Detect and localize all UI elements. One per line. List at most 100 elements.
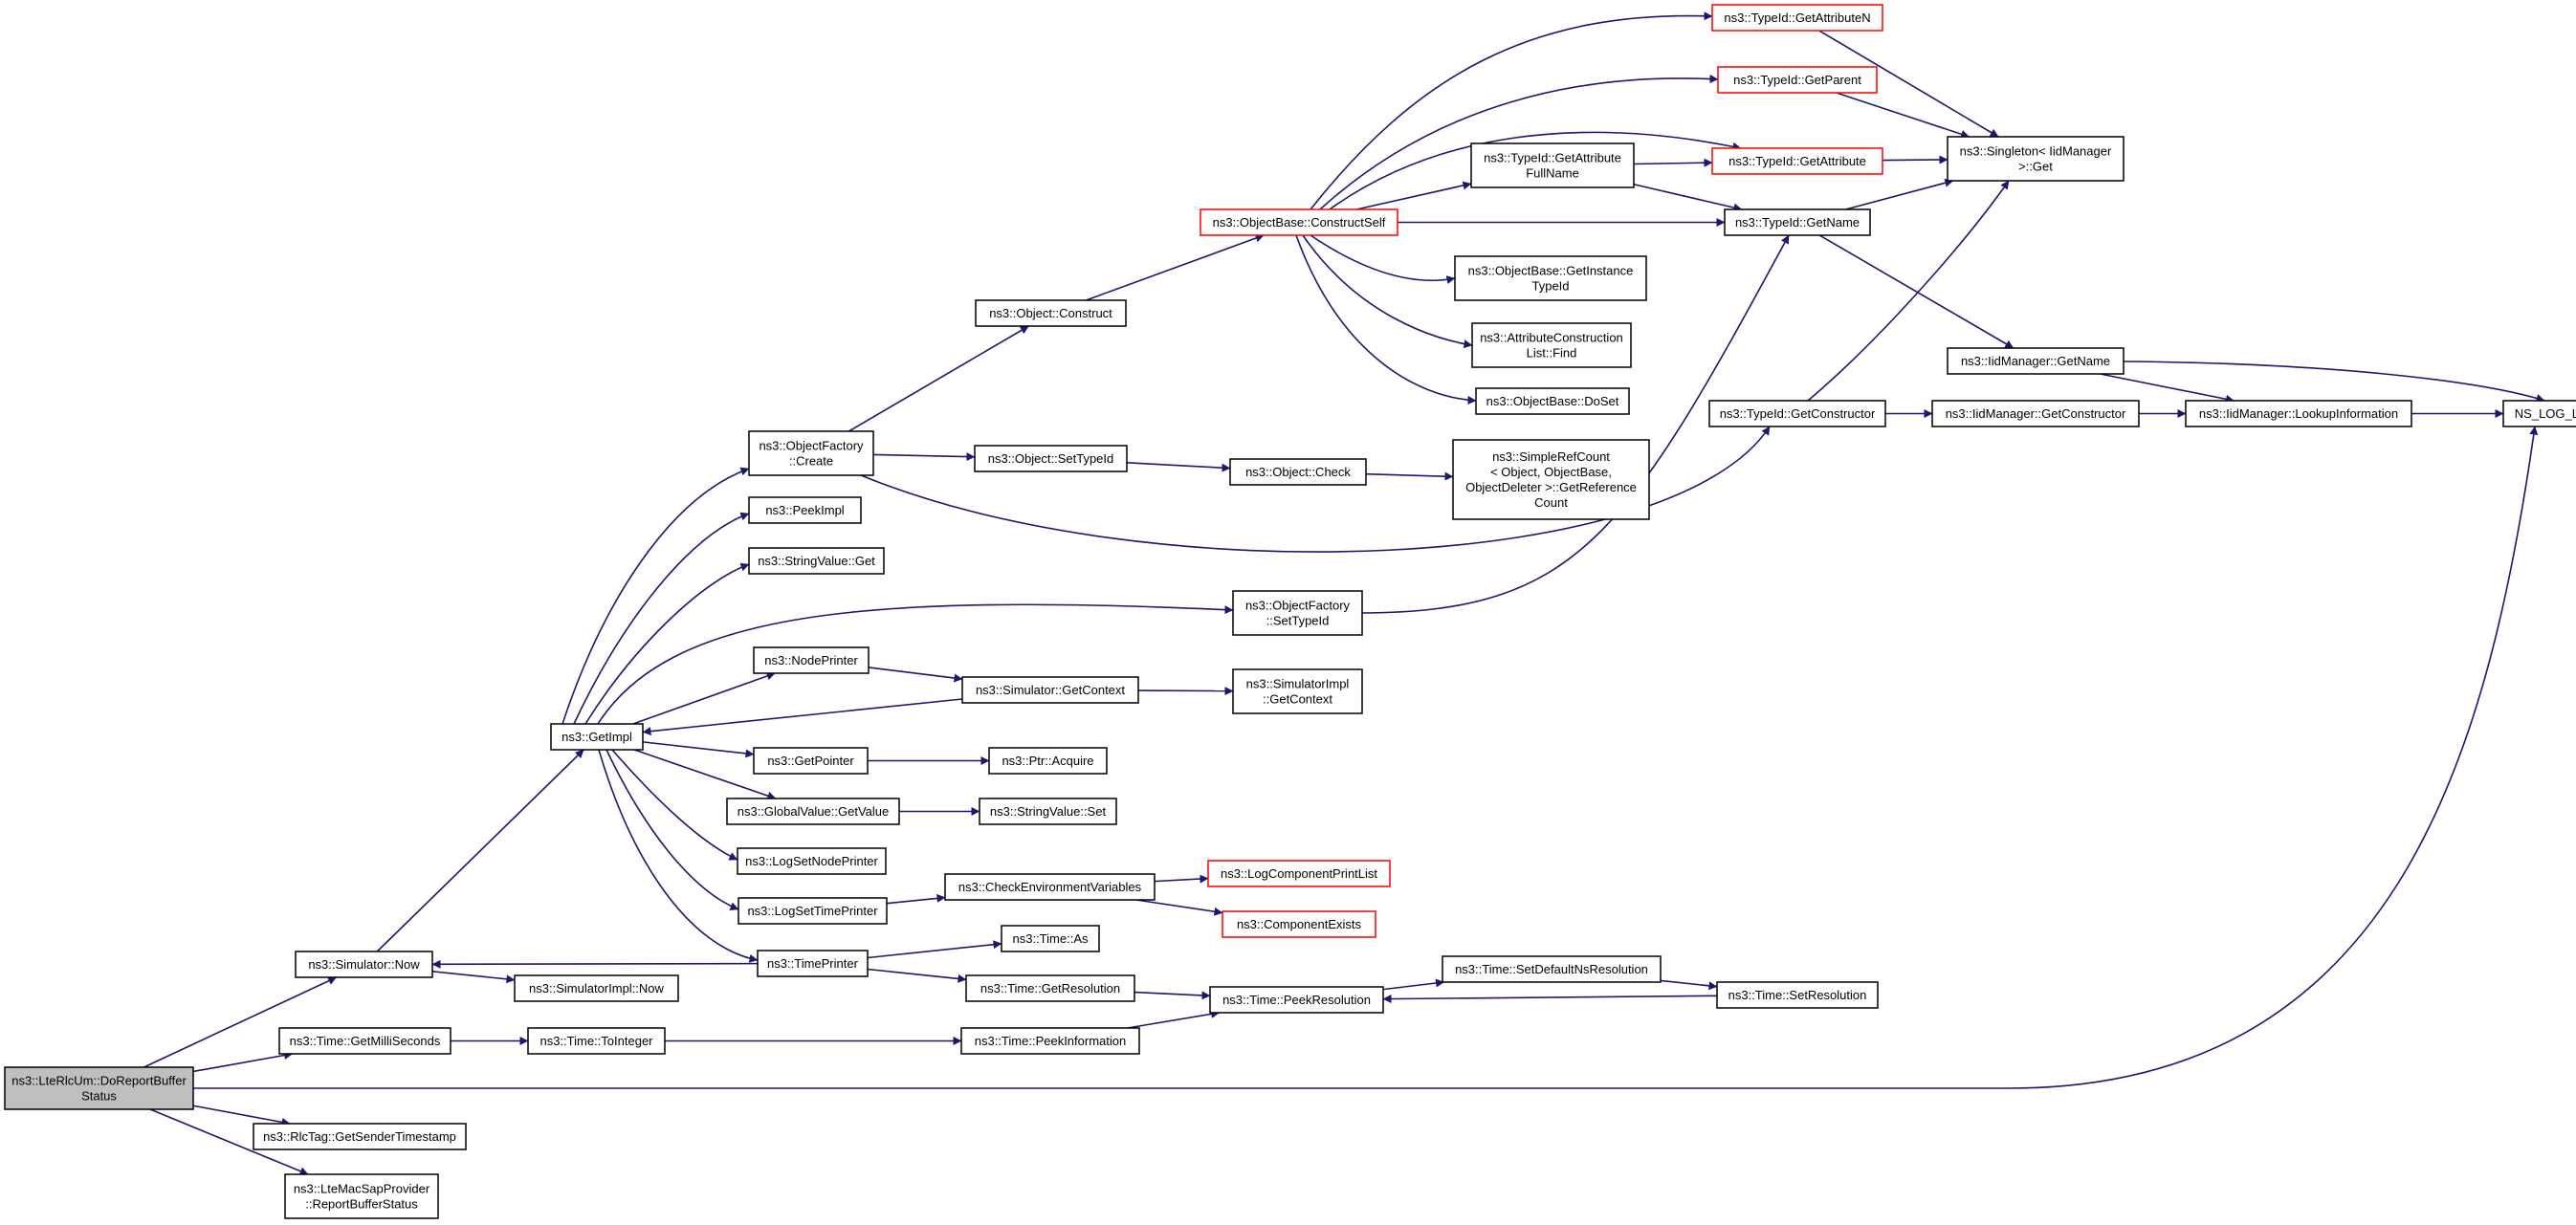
node-label: ns3::Object::Construct xyxy=(989,306,1112,320)
node-label: ns3::Ptr::Acquire xyxy=(1002,754,1093,768)
node-label: < Object, ObjectBase, xyxy=(1490,465,1612,479)
node-getpointer[interactable]: ns3::GetPointer xyxy=(753,747,869,775)
edge-timesetres-to-timepeekres xyxy=(1382,995,1718,1004)
node-label: ns3::Simulator::GetContext xyxy=(976,683,1125,697)
node-simimplgetctx[interactable]: ns3::SimulatorImpl::GetContext xyxy=(1232,668,1363,714)
edges-layer xyxy=(143,11,2545,1175)
node-ptracquire[interactable]: ns3::Ptr::Acquire xyxy=(988,747,1108,775)
node-timeprinter[interactable]: ns3::TimePrinter xyxy=(757,950,869,977)
node-ofsettypeid[interactable]: ns3::ObjectFactory::SetTypeId xyxy=(1232,590,1363,636)
node-box xyxy=(1947,136,2125,182)
node-label: ns3::ObjectBase::GetInstance xyxy=(1468,264,1634,278)
node-tidgetattr[interactable]: ns3::TypeId::GetAttribute xyxy=(1711,147,1883,175)
node-timepeekres[interactable]: ns3::Time::PeekResolution xyxy=(1209,986,1384,1014)
node-box xyxy=(1001,925,1100,952)
node-label: Count xyxy=(1534,495,1568,510)
node-tidgetattrn[interactable]: ns3::TypeId::GetAttributeN xyxy=(1711,4,1883,32)
edge-timeprinter-to-timegetres xyxy=(867,968,967,983)
node-simgetcontext[interactable]: ns3::Simulator::GetContext xyxy=(961,676,1139,704)
node-box xyxy=(1475,387,1630,415)
node-getimpl[interactable]: ns3::GetImpl xyxy=(550,723,644,751)
node-label: ns3::Singleton< IidManager xyxy=(1960,144,2112,159)
node-box xyxy=(748,547,885,575)
edge-iidgetname-to-iidlookup xyxy=(2100,373,2235,404)
node-nslog[interactable]: NS_LOG_LOGIC xyxy=(2502,400,2576,427)
node-checkenv[interactable]: ns3::CheckEnvironmentVariables xyxy=(944,873,1156,901)
node-iidgetctor[interactable]: ns3::IidManager::GetConstructor xyxy=(1931,400,2140,427)
node-box xyxy=(738,897,888,925)
node-box xyxy=(1232,668,1363,714)
node-label: ns3::Time::ToInteger xyxy=(539,1034,653,1048)
node-label: List::Find xyxy=(1527,346,1577,361)
edge-root-to-rlctag xyxy=(192,1105,291,1127)
node-tointeger[interactable]: ns3::Time::ToInteger xyxy=(527,1027,666,1055)
node-tidgetparent[interactable]: ns3::TypeId::GetParent xyxy=(1717,66,1878,94)
node-box xyxy=(965,974,1135,1002)
node-logsettime[interactable]: ns3::LogSetTimePrinter xyxy=(738,897,888,925)
node-box xyxy=(979,798,1117,825)
node-strvalget[interactable]: ns3::StringValue::Get xyxy=(748,547,885,575)
node-label: ns3::IidManager::GetName xyxy=(1961,354,2110,368)
node-compexists[interactable]: ns3::ComponentExists xyxy=(1222,910,1376,938)
node-label: ns3::NodePrinter xyxy=(764,653,858,667)
node-box xyxy=(1232,590,1363,636)
node-obdoset[interactable]: ns3::ObjectBase::DoSet xyxy=(1475,387,1630,415)
node-box xyxy=(1931,400,2140,427)
edge-timeprinter-to-simnow xyxy=(431,959,759,969)
node-iidgetname[interactable]: ns3::IidManager::GetName xyxy=(1947,347,2125,375)
node-tidgetname[interactable]: ns3::TypeId::GetName xyxy=(1724,208,1871,236)
node-getmilli[interactable]: ns3::Time::GetMilliSeconds xyxy=(278,1027,451,1055)
node-objcheck[interactable]: ns3::Object::Check xyxy=(1229,458,1367,486)
node-timegetres[interactable]: ns3::Time::GetResolution xyxy=(965,974,1135,1002)
node-label: ns3::TypeId::GetParent xyxy=(1733,73,1861,87)
node-label: ns3::RlcTag::GetSenderTimestamp xyxy=(263,1129,456,1144)
node-tidgetctor[interactable]: ns3::TypeId::GetConstructor xyxy=(1708,400,1886,427)
nodes-layer: ns3::LteRlcUm::DoReportBufferStatusns3::… xyxy=(4,4,2576,1219)
node-obconstructself[interactable]: ns3::ObjectBase::ConstructSelf xyxy=(1200,208,1398,236)
edge-getimpl-to-ofcreate xyxy=(561,467,750,725)
node-timesetres[interactable]: ns3::Time::SetResolution xyxy=(1716,981,1879,1009)
node-label: ns3::Simulator::Now xyxy=(308,957,420,972)
node-simplerefcount[interactable]: ns3::SimpleRefCount< Object, ObjectBase,… xyxy=(1452,439,1650,520)
node-singleton[interactable]: ns3::Singleton< IidManager>::Get xyxy=(1947,136,2125,182)
node-strvalset[interactable]: ns3::StringValue::Set xyxy=(979,798,1117,825)
node-timepeekinfo[interactable]: ns3::Time::PeekInformation xyxy=(960,1027,1140,1055)
node-timeas[interactable]: ns3::Time::As xyxy=(1001,925,1100,952)
node-box xyxy=(1471,322,1632,368)
node-label: >::Get xyxy=(2018,160,2053,174)
node-rlctag[interactable]: ns3::RlcTag::GetSenderTimestamp xyxy=(253,1123,467,1150)
node-simimplnow[interactable]: ns3::SimulatorImpl::Now xyxy=(514,974,679,1002)
node-logsetnode[interactable]: ns3::LogSetNodePrinter xyxy=(737,847,887,875)
node-box xyxy=(1711,4,1883,32)
edge-obconstructself-to-obdoset xyxy=(1295,234,1477,405)
node-label: ns3::Time::GetResolution xyxy=(980,981,1120,995)
node-objconstruct[interactable]: ns3::Object::Construct xyxy=(975,299,1127,327)
node-label: ns3::Time::PeekResolution xyxy=(1222,993,1371,1007)
node-simnow[interactable]: ns3::Simulator::Now xyxy=(295,951,433,978)
node-label: ns3::TypeId::GetAttributeN xyxy=(1724,11,1870,25)
node-objsettypeid[interactable]: ns3::Object::SetTypeId xyxy=(974,445,1128,472)
node-label: ns3::StringValue::Get xyxy=(758,554,875,568)
node-timesetdefault[interactable]: ns3::Time::SetDefaultNsResolution xyxy=(1442,955,1662,983)
node-box xyxy=(550,723,644,751)
node-nodeprinter[interactable]: ns3::NodePrinter xyxy=(753,646,870,674)
node-box xyxy=(1724,208,1871,236)
node-label: ::ReportBufferStatus xyxy=(305,1197,418,1212)
node-logcompprint[interactable]: ns3::LogComponentPrintList xyxy=(1207,860,1391,887)
edge-simnow-to-simimplnow xyxy=(431,971,516,984)
edge-tidgetattr-to-singleton xyxy=(1882,155,1949,164)
edge-nodeprinter-to-simgetcontext xyxy=(868,667,963,683)
node-ofcreate[interactable]: ns3::ObjectFactory::Create xyxy=(748,430,874,476)
node-label: ns3::StringValue::Set xyxy=(990,804,1107,819)
node-label: ns3::Time::SetResolution xyxy=(1728,988,1867,1002)
node-ltemac[interactable]: ns3::LteMacSapProvider::ReportBufferStat… xyxy=(284,1173,439,1219)
node-iidlookup[interactable]: ns3::IidManager::LookupInformation xyxy=(2185,400,2412,427)
edge-getimpl-to-timeprinter xyxy=(598,749,759,963)
node-box xyxy=(278,1027,451,1055)
node-gvgetvalue[interactable]: ns3::GlobalValue::GetValue xyxy=(726,798,900,825)
node-peekimpl[interactable]: ns3::PeekImpl xyxy=(748,496,862,524)
